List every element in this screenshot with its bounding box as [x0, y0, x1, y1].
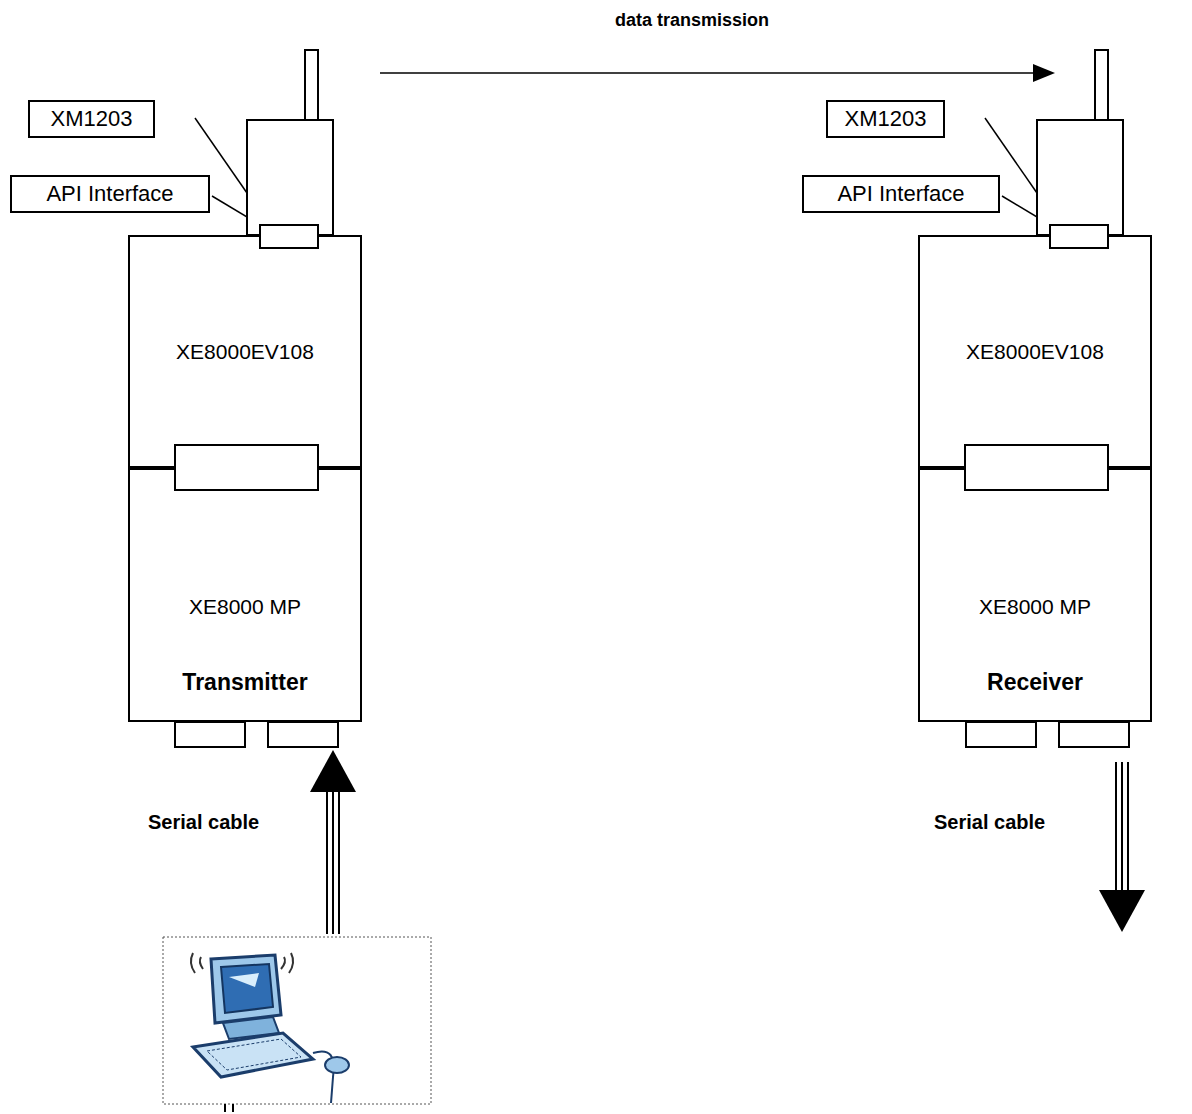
board-box: XE8000 MP Receiver — [918, 468, 1152, 722]
transmission-label: data transmission — [615, 10, 769, 31]
node-role: Transmitter — [130, 669, 360, 695]
node-title: XM1203 — [828, 106, 943, 131]
node-title: XE8000EV108 — [130, 340, 360, 364]
node-title: XE8000 MP — [920, 595, 1150, 619]
api-connector — [1050, 225, 1108, 248]
antenna — [305, 50, 318, 120]
board-box: XE8000EV108 — [918, 235, 1152, 468]
api-connector — [260, 225, 318, 248]
serial-arrow — [1099, 762, 1145, 932]
board-box: XE8000EV108 — [128, 235, 362, 468]
node-title: XM1203 — [30, 106, 153, 131]
leader-line — [212, 196, 282, 238]
node-title: XE8000 MP — [130, 595, 360, 619]
serial-port — [966, 722, 1036, 747]
arrow-head — [1033, 64, 1055, 82]
serial-port — [175, 722, 245, 747]
leader-line — [1002, 196, 1072, 238]
node-role: Receiver — [920, 669, 1150, 695]
xm1203-module — [1037, 120, 1123, 235]
cable-label: Serial cable — [148, 811, 259, 834]
node-title: API Interface — [12, 181, 208, 206]
label-box: API Interface — [802, 175, 1000, 213]
label-box: XM1203 — [826, 100, 945, 138]
cable-label: Serial cable — [934, 811, 1045, 834]
board-connector — [175, 445, 318, 490]
transmission-arrow — [380, 72, 1035, 74]
board-box: XE8000 MP Transmitter — [128, 468, 362, 722]
antenna — [1095, 50, 1108, 120]
serial-port — [268, 722, 338, 747]
leader-line — [985, 118, 1037, 193]
label-box: API Interface — [10, 175, 210, 213]
node-title: API Interface — [804, 181, 998, 206]
xm1203-module — [247, 120, 333, 235]
serial-arrow — [310, 750, 356, 934]
label-box: XM1203 — [28, 100, 155, 138]
serial-port — [1059, 722, 1129, 747]
leader-line — [195, 118, 247, 193]
node-title: XE8000EV108 — [920, 340, 1150, 364]
board-connector — [965, 445, 1108, 490]
